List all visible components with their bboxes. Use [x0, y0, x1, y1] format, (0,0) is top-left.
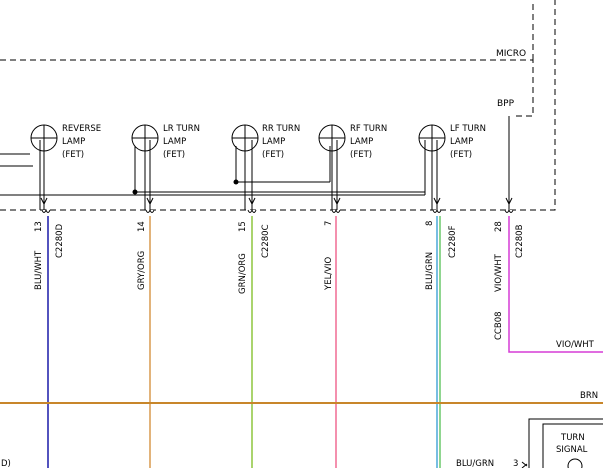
connector-c2280d: C2280D [55, 223, 65, 258]
lamp-reverse: REVERSE LAMP (FET) [30, 124, 101, 210]
wire-label-grn-org: GRN/ORG [238, 253, 248, 294]
module-name: MICRO [496, 49, 526, 59]
pin-28: 28 [494, 221, 504, 232]
lamp-rr-line3: (FET) [262, 150, 284, 160]
pin-13: 13 [34, 221, 44, 232]
module-pin-label: BPP [497, 99, 515, 109]
pin-8: 8 [425, 221, 435, 226]
wire-label-blu-grn: BLU/GRN [425, 252, 435, 290]
lamp-lf-line1: LF TURN [450, 124, 486, 134]
turn-signal-box: TURN SIGNAL [528, 418, 603, 468]
pin-14: 14 [137, 221, 147, 232]
lamp-rf-line1: RF TURN [350, 124, 387, 134]
turn-signal-line2: SIGNAL [556, 445, 588, 455]
lamp-reverse-line3: (FET) [62, 150, 84, 160]
wire-label-blu-wht: BLU/WHT [34, 250, 44, 290]
connector-c2280f: C2280F [448, 225, 458, 258]
lamp-rf-turn: RF TURN LAMP (FET) [318, 124, 387, 210]
lamp-lr-line1: LR TURN [163, 124, 200, 134]
pin-7: 7 [324, 221, 334, 226]
lamp-lr-turn: LR TURN LAMP (FET) [131, 124, 200, 210]
connector-c2280b: C2280B [515, 224, 525, 258]
module-boundary [0, 0, 556, 211]
circuit-labels: 13 BLU/WHT C2280D 14 GRY/ORG 15 GRN/ORG … [34, 221, 525, 340]
partial-text: D) [1, 459, 11, 468]
internal-bus [0, 146, 425, 196]
pin-arrows [40, 197, 513, 205]
lamp-rr-line1: RR TURN [262, 124, 300, 134]
pin-3: 3 [513, 459, 518, 468]
junction-dot [233, 179, 239, 185]
wire-label-blu-grn-bottom: BLU/GRN [456, 459, 494, 468]
connector-c2280c: C2280C [261, 224, 271, 258]
wire-vio-wht [508, 216, 603, 353]
lamp-lf-turn: LF TURN LAMP (FET) [418, 124, 486, 210]
connector-pins [41, 208, 514, 213]
turn-signal-symbol-icon [567, 458, 583, 468]
lamp-lr-line3: (FET) [163, 150, 185, 160]
lamp-lf-line3: (FET) [450, 150, 472, 160]
pin-3-arrow [521, 461, 528, 468]
wire-label-vio-wht: VIO/WHT [494, 253, 504, 292]
lamp-lf-line2: LAMP [450, 137, 473, 147]
turn-signal-line1: TURN [560, 433, 585, 443]
wire-label-vio-wht-right: VIO/WHT [556, 340, 595, 350]
lamp-reverse-line2: LAMP [62, 137, 85, 147]
wire-label-yel-vio: YEL/VIO [324, 257, 334, 291]
lamp-rf-line3: (FET) [350, 150, 372, 160]
wire-label-brn: BRN [580, 391, 598, 401]
lamp-lr-line2: LAMP [163, 137, 186, 147]
wire-label-gry-org: GRY/ORG [137, 251, 147, 290]
junction-dot [132, 189, 138, 195]
lamp-rf-line2: LAMP [350, 137, 373, 147]
lamp-rr-turn: RR TURN LAMP (FET) [231, 124, 300, 210]
lamp-reverse-line1: REVERSE [62, 124, 101, 134]
pin-15: 15 [238, 221, 248, 232]
splice-ccb08: CCB08 [494, 311, 504, 340]
lamp-rr-line2: LAMP [262, 137, 285, 147]
